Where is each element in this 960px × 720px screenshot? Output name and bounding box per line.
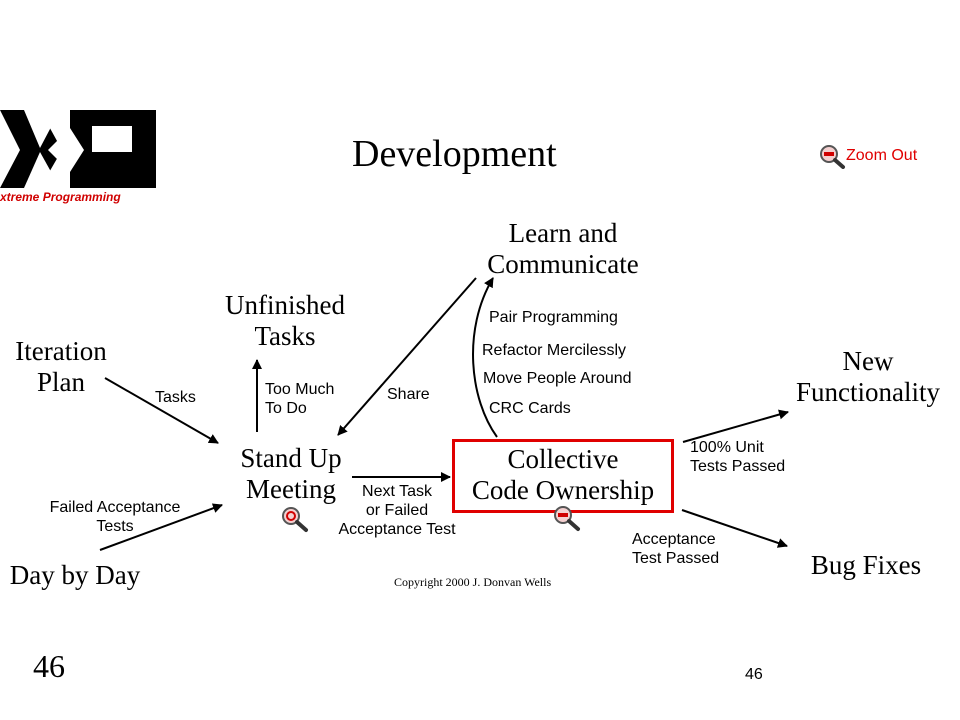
magnifier-minus-icon xyxy=(820,145,845,169)
arrow-collective-to-bug xyxy=(681,509,788,548)
logo-text: xtreme Programming xyxy=(0,190,121,204)
arrow-collective-to-new xyxy=(682,409,789,443)
label-too-much-to-do: Too Much To Do xyxy=(265,381,335,417)
arrow-iteration-to-standup xyxy=(104,377,219,444)
node-new-functionality[interactable]: New Functionality xyxy=(796,346,940,407)
zoom-out-label: Zoom Out xyxy=(846,147,918,164)
node-iteration-plan[interactable]: Iteration Plan xyxy=(15,336,107,397)
arrow-learn-to-standup xyxy=(337,277,477,436)
xp-logo: xtreme Programming xyxy=(0,110,160,206)
label-share: Share xyxy=(387,386,430,403)
copyright-text: Copyright 2000 J. Donvan Wells xyxy=(394,575,552,589)
node-learn-and-communicate[interactable]: Learn and Communicate xyxy=(487,218,639,279)
label-next-task: Next Task or Failed Acceptance Test xyxy=(338,483,456,538)
xp-logo-graphic xyxy=(0,110,156,194)
arrow-day-to-standup xyxy=(99,503,223,551)
label-failed-acceptance-tests: Failed Acceptance Tests xyxy=(49,499,181,535)
label-move-people-around: Move People Around xyxy=(483,370,632,387)
magnifier-zoom-in-icon[interactable] xyxy=(280,505,310,533)
page-title: Development xyxy=(352,133,557,175)
label-pair-programming: Pair Programming xyxy=(489,309,618,326)
zoom-out-link[interactable]: Zoom Out xyxy=(818,143,917,169)
page-number-right: 46 xyxy=(745,666,763,683)
node-collective-code-ownership[interactable]: Collective Code Ownership xyxy=(471,444,655,505)
label-refactor-mercilessly: Refactor Mercilessly xyxy=(482,342,627,359)
arrow-collective-to-learn xyxy=(472,277,498,438)
label-tasks: Tasks xyxy=(155,389,196,406)
node-unfinished-tasks[interactable]: Unfinished Tasks xyxy=(225,290,345,351)
label-unit-tests-passed: 100% Unit Tests Passed xyxy=(690,439,786,475)
node-bug-fixes[interactable]: Bug Fixes xyxy=(810,550,922,580)
label-acceptance-test-passed: Acceptance Test Passed xyxy=(632,531,720,567)
label-crc-cards: CRC Cards xyxy=(489,400,571,417)
node-stand-up-meeting[interactable]: Stand Up Meeting xyxy=(240,443,342,504)
page-number-left: 46 xyxy=(33,648,65,684)
magnifier-minus-icon[interactable] xyxy=(552,504,582,532)
node-day-by-day[interactable]: Day by Day xyxy=(9,560,141,590)
